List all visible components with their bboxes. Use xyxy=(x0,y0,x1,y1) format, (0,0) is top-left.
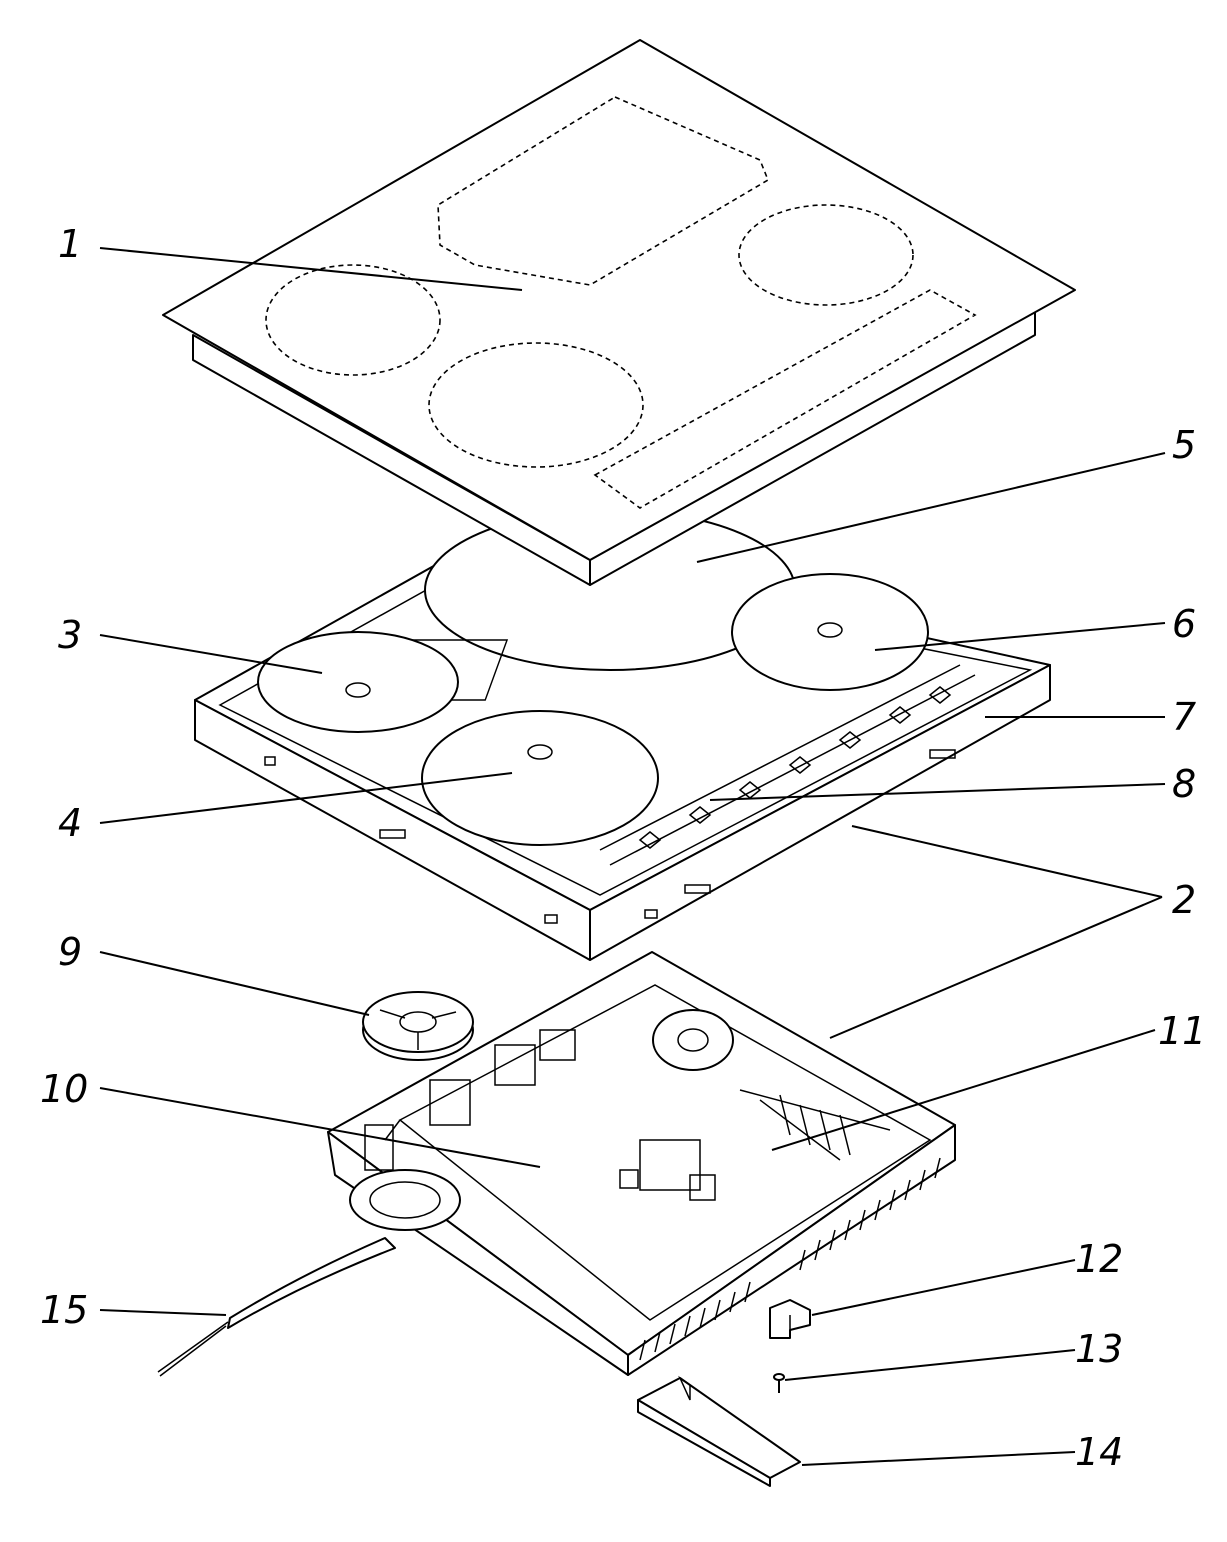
glass-top-plate xyxy=(162,39,1076,586)
lower-housing xyxy=(327,951,956,1376)
callout-8: 8 xyxy=(1172,762,1196,806)
callout-4: 4 xyxy=(58,801,82,845)
callout-11: 11 xyxy=(1158,1009,1206,1053)
screw-part-13 xyxy=(773,1373,785,1393)
cable-part-15 xyxy=(157,1237,396,1377)
callout-2: 2 xyxy=(1172,878,1196,922)
callout-3: 3 xyxy=(58,613,82,657)
callout-1: 1 xyxy=(58,222,82,266)
callout-7: 7 xyxy=(1172,695,1196,739)
callout-15: 15 xyxy=(40,1288,88,1332)
coil-4 xyxy=(421,710,659,846)
callout-10: 10 xyxy=(40,1067,88,1111)
cover-part-14 xyxy=(637,1375,801,1487)
fan-part-9 xyxy=(362,991,474,1061)
coil-3 xyxy=(257,631,459,733)
callout-12: 12 xyxy=(1075,1237,1123,1281)
callout-6: 6 xyxy=(1172,602,1196,646)
leader-lines xyxy=(99,247,1166,1466)
callout-9: 9 xyxy=(58,930,82,974)
callout-14: 14 xyxy=(1075,1430,1123,1474)
callout-13: 13 xyxy=(1075,1327,1123,1371)
clip-part-12 xyxy=(769,1299,811,1339)
callout-5: 5 xyxy=(1172,423,1196,467)
coil-6 xyxy=(731,573,929,691)
